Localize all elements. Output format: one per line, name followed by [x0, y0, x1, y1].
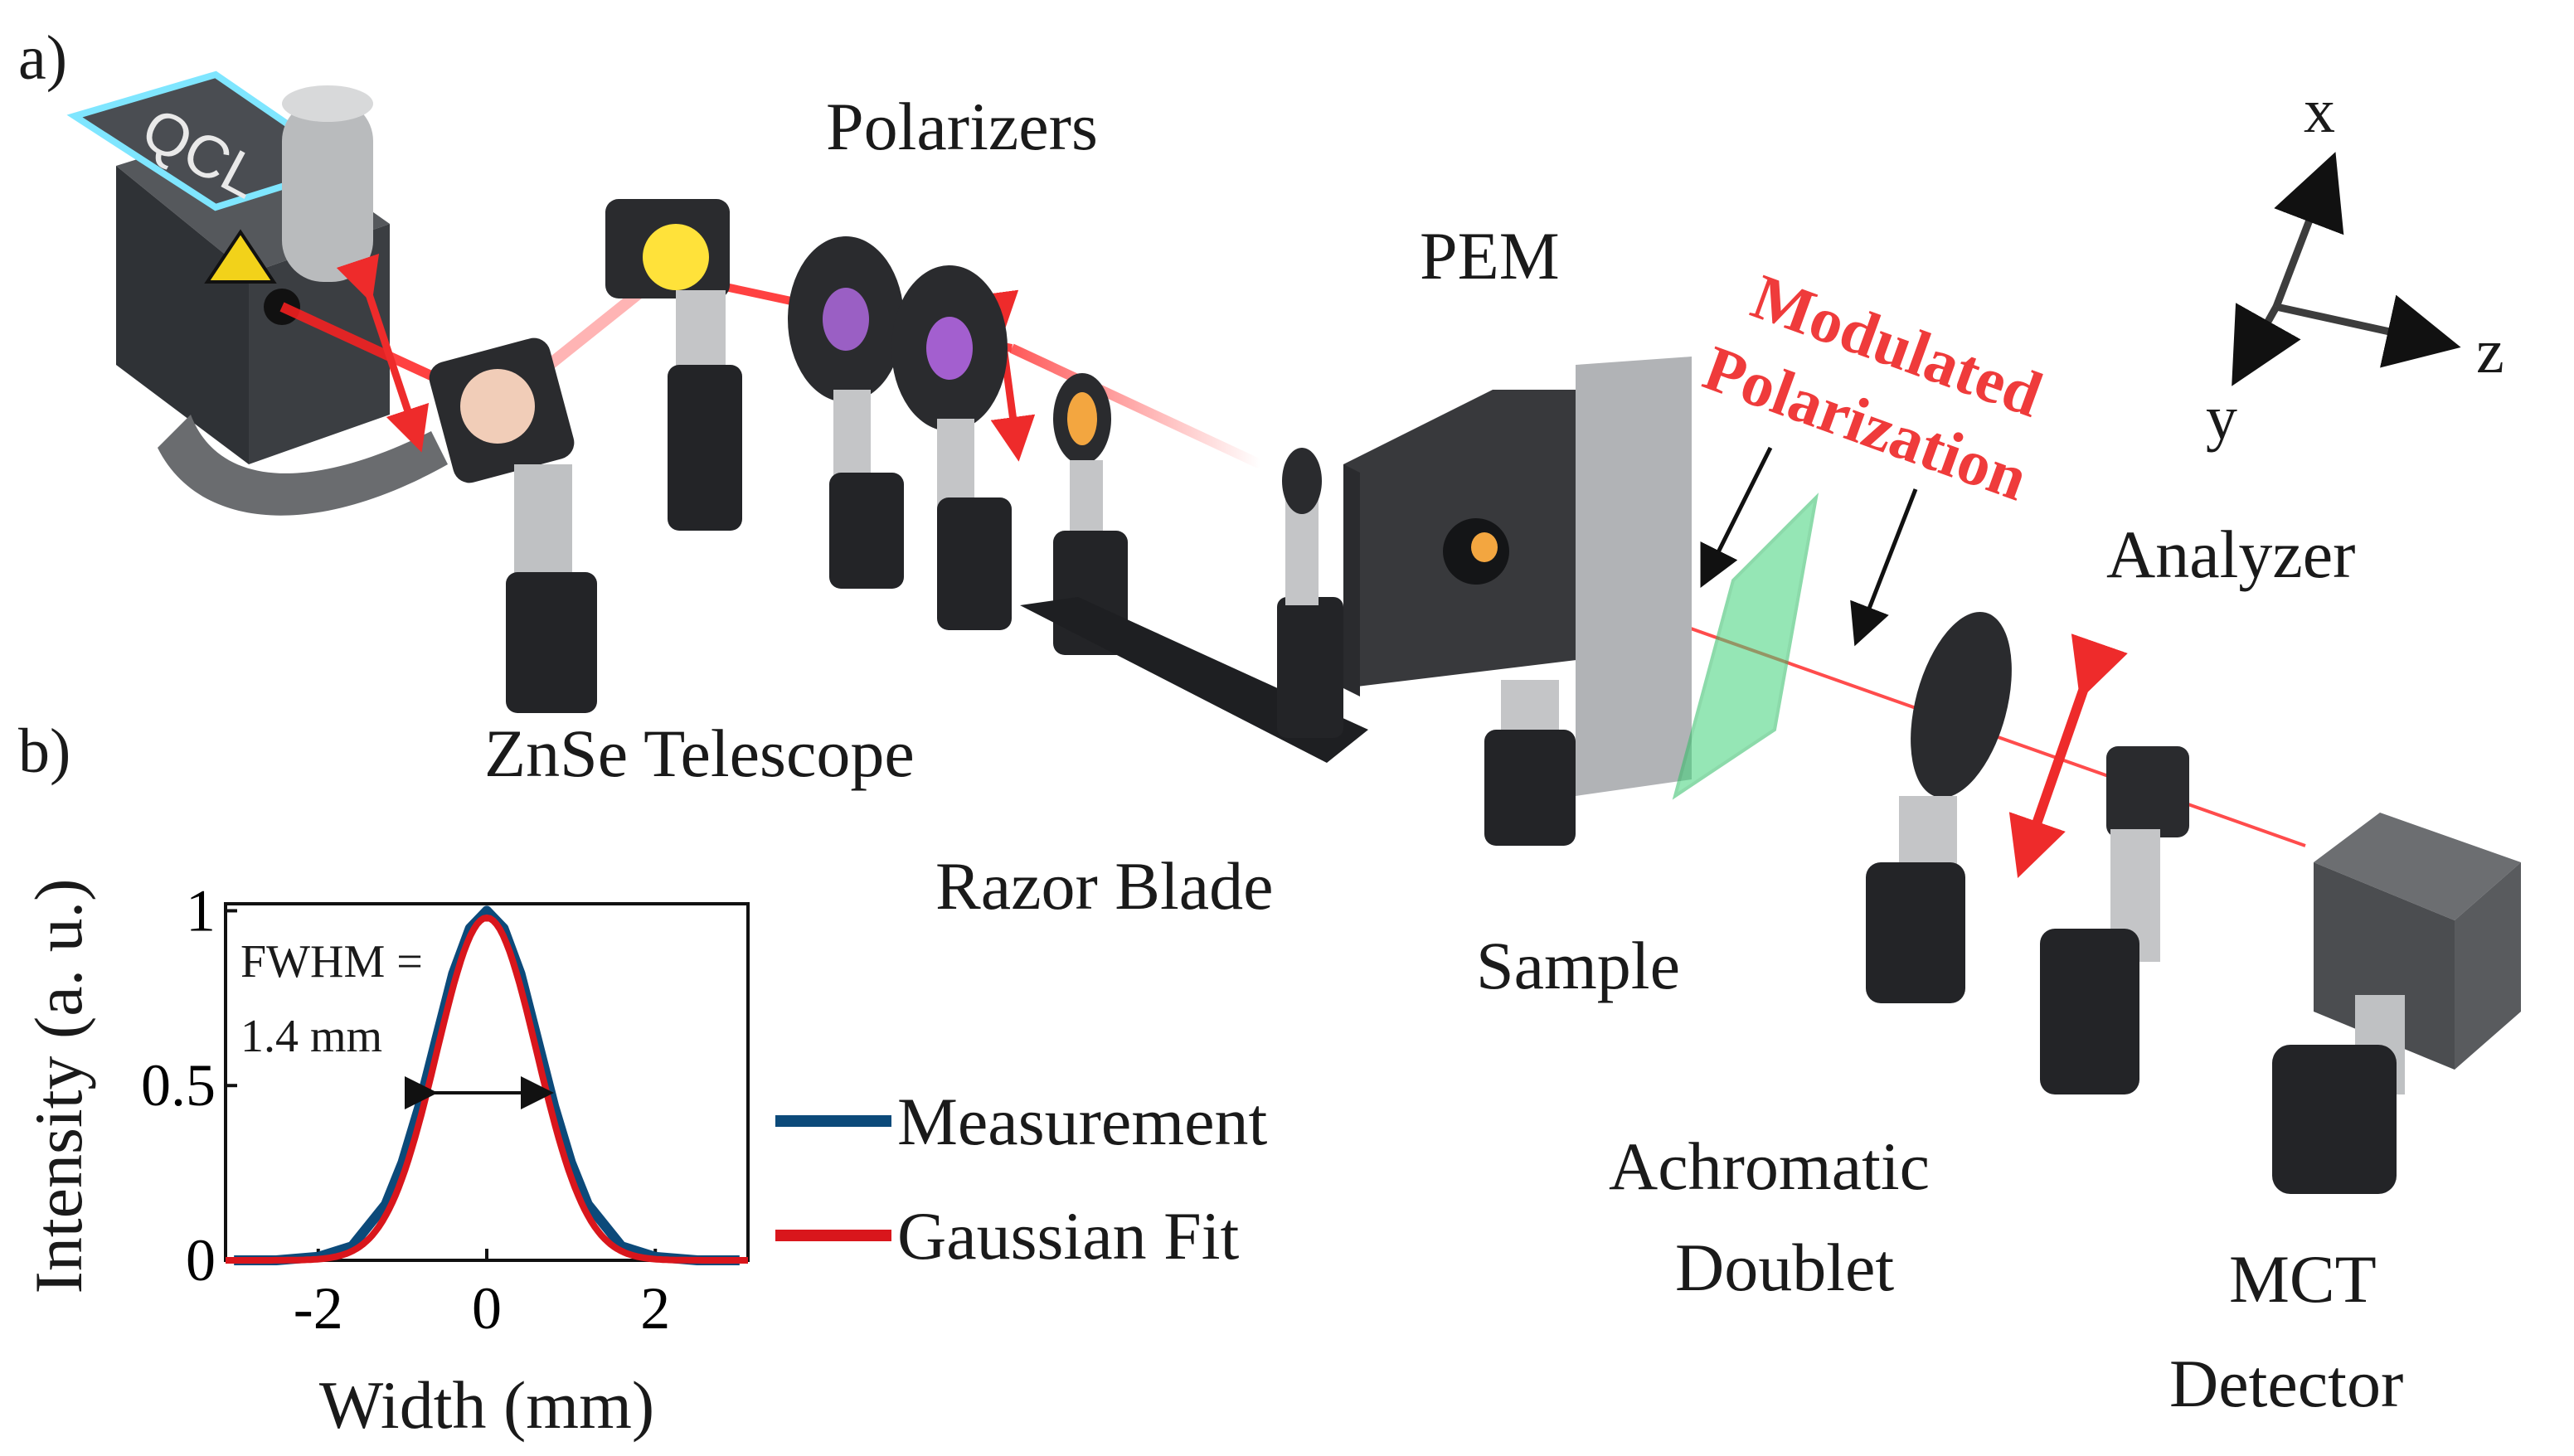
analyzer	[1866, 612, 2012, 1003]
modulated-arrow-1	[1700, 446, 1773, 588]
label-analyzer: Analyzer	[2106, 517, 2356, 592]
polarizer-1	[788, 236, 904, 589]
label-polarizers: Polarizers	[826, 89, 1098, 164]
chart-tick-labels: -2 0 2 0 0.5 1	[141, 877, 670, 1342]
modulated-arrow-2	[1850, 488, 1918, 647]
y-tick-label: 1	[186, 877, 216, 944]
axis-label-x: x	[2304, 76, 2335, 146]
pem-device	[1343, 357, 1692, 846]
x-tick-label: 0	[472, 1275, 502, 1342]
axes-triad	[2232, 152, 2461, 386]
series-measurement-line	[234, 905, 740, 1265]
label-mct-1: MCT	[2229, 1241, 2377, 1317]
panel-label-b: b)	[18, 716, 71, 786]
x-tick-label: -2	[294, 1275, 343, 1342]
chart-ylabel: Intensity (a. u.)	[21, 879, 96, 1294]
fwhm-annotation-line2: 1.4 mm	[240, 1011, 382, 1062]
label-mct-2: Detector	[2169, 1346, 2404, 1421]
qcl-laser	[66, 70, 448, 516]
label-zn-telescope: ZnSe Telescope	[484, 716, 915, 791]
sample-plate	[1672, 493, 1819, 800]
znse-telescope-mount-1	[429, 337, 597, 713]
legend-label-measurement: Measurement	[897, 1084, 1267, 1159]
label-achromatic-doublet-2: Doublet	[1675, 1230, 1895, 1305]
polarization-arrow-qcl	[336, 253, 430, 453]
label-sample: Sample	[1476, 928, 1680, 1003]
legend-label-gaussian-fit: Gaussian Fit	[897, 1198, 1240, 1274]
achromatic-doublet	[2040, 746, 2189, 1094]
label-pem: PEM	[1420, 218, 1560, 294]
znse-telescope-mount-2	[605, 199, 742, 531]
polarizer-2	[891, 265, 1012, 630]
axis-label-y: y	[2206, 383, 2237, 453]
polarization-arrow-analyzer	[2008, 633, 2128, 878]
series-gaussian-fit-line	[225, 914, 749, 1264]
axis-label-z: z	[2476, 317, 2504, 386]
razor-blade-assembly	[1020, 373, 1368, 763]
chart-xlabel: Width (mm)	[319, 1367, 654, 1443]
label-achromatic-doublet-1: Achromatic	[1609, 1128, 1931, 1204]
x-tick-label: 2	[640, 1275, 670, 1342]
panel-label-a: a)	[18, 23, 68, 93]
y-tick-label: 0	[186, 1227, 216, 1293]
label-razor-blade: Razor Blade	[935, 848, 1274, 924]
fwhm-annotation-line1: FWHM =	[240, 936, 423, 988]
mct-detector	[2272, 813, 2521, 1194]
beam-profile-chart: -2 0 2 0 0.5 1 FWHM = 1.4 mm Width (mm) Inten…	[21, 877, 1267, 1443]
y-tick-label: 0.5	[141, 1052, 216, 1119]
